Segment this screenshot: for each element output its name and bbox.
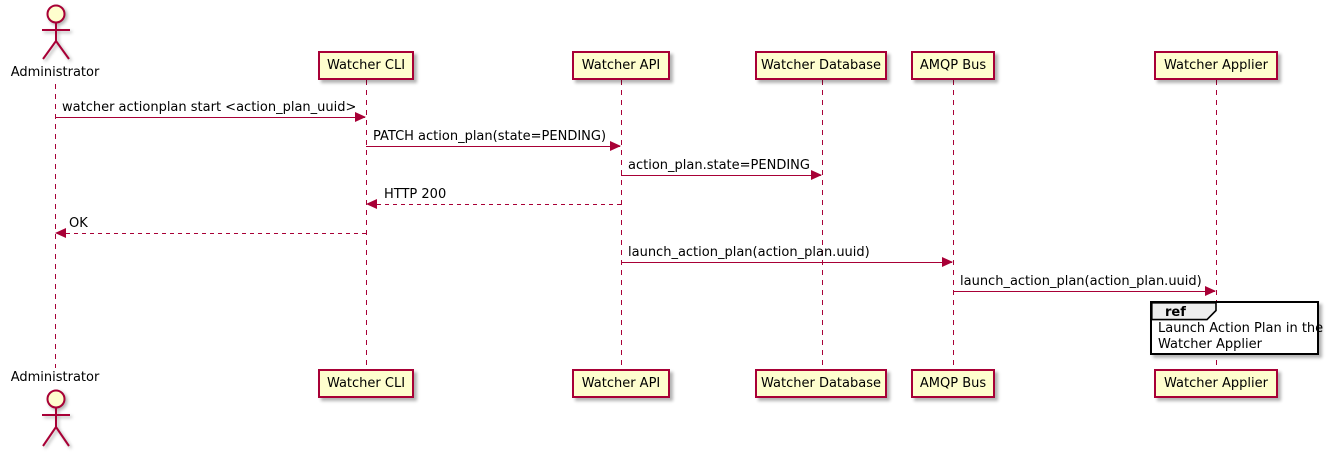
actor-label-bottom: Administrator: [10, 370, 100, 385]
participant-watcher-database-top: Watcher Database: [755, 51, 887, 80]
message-5-line: [66, 233, 366, 234]
message-3-label: action_plan.state=PENDING: [628, 158, 810, 173]
participant-amqp-bus-top: AMQP Bus: [911, 51, 995, 80]
actor-icon: [42, 389, 70, 447]
ref-keyword: ref: [1165, 305, 1186, 320]
message-3-line: [621, 175, 821, 176]
message-5-label: OK: [69, 216, 88, 231]
lifeline-watcher-applier: [1216, 80, 1217, 369]
participant-watcher-database-bottom: Watcher Database: [755, 369, 887, 398]
lifeline-watcher-database: [822, 80, 823, 369]
arrowhead-right-icon: [811, 170, 822, 180]
message-6-line: [621, 262, 952, 263]
arrowhead-right-icon: [942, 257, 953, 267]
message-1-label: watcher actionplan start <action_plan_uu…: [62, 100, 357, 115]
message-1-line: [55, 117, 365, 118]
actor-label-top: Administrator: [10, 65, 100, 80]
message-6-label: launch_action_plan(action_plan.uuid): [628, 245, 870, 260]
participant-amqp-bus-bottom: AMQP Bus: [911, 369, 995, 398]
message-7-line: [953, 291, 1215, 292]
arrowhead-right-icon: [355, 112, 366, 122]
message-4-label: HTTP 200: [384, 187, 447, 202]
ref-text: Launch Action Plan in the Watcher Applie…: [1158, 321, 1323, 353]
arrowhead-left-icon: [366, 199, 377, 209]
ref-tab-shape: ref: [1151, 302, 1217, 321]
participant-watcher-api-bottom: Watcher API: [572, 369, 670, 398]
message-4-line: [377, 204, 621, 205]
message-2-line: [366, 146, 620, 147]
lifeline-administrator: [55, 84, 56, 368]
arrowhead-right-icon: [610, 141, 621, 151]
participant-watcher-api-top: Watcher API: [572, 51, 670, 80]
message-7-label: launch_action_plan(action_plan.uuid): [960, 274, 1202, 289]
arrowhead-right-icon: [1205, 286, 1216, 296]
ref-text-line-1: Launch Action Plan in the: [1158, 321, 1324, 336]
participant-watcher-cli-bottom: Watcher CLI: [318, 369, 414, 398]
lifeline-watcher-cli: [366, 80, 367, 369]
message-2-label: PATCH action_plan(state=PENDING): [373, 129, 607, 144]
ref-fragment: ref Launch Action Plan in the Watcher Ap…: [1150, 301, 1323, 355]
participant-watcher-applier-top: Watcher Applier: [1154, 51, 1278, 80]
lifeline-watcher-api: [621, 80, 622, 369]
lifeline-amqp-bus: [953, 80, 954, 369]
ref-text-line-2: Watcher Applier: [1158, 337, 1262, 352]
participant-watcher-cli-top: Watcher CLI: [318, 51, 414, 80]
participant-watcher-applier-bottom: Watcher Applier: [1154, 369, 1278, 398]
actor-icon: [42, 4, 70, 60]
arrowhead-left-icon: [55, 228, 66, 238]
